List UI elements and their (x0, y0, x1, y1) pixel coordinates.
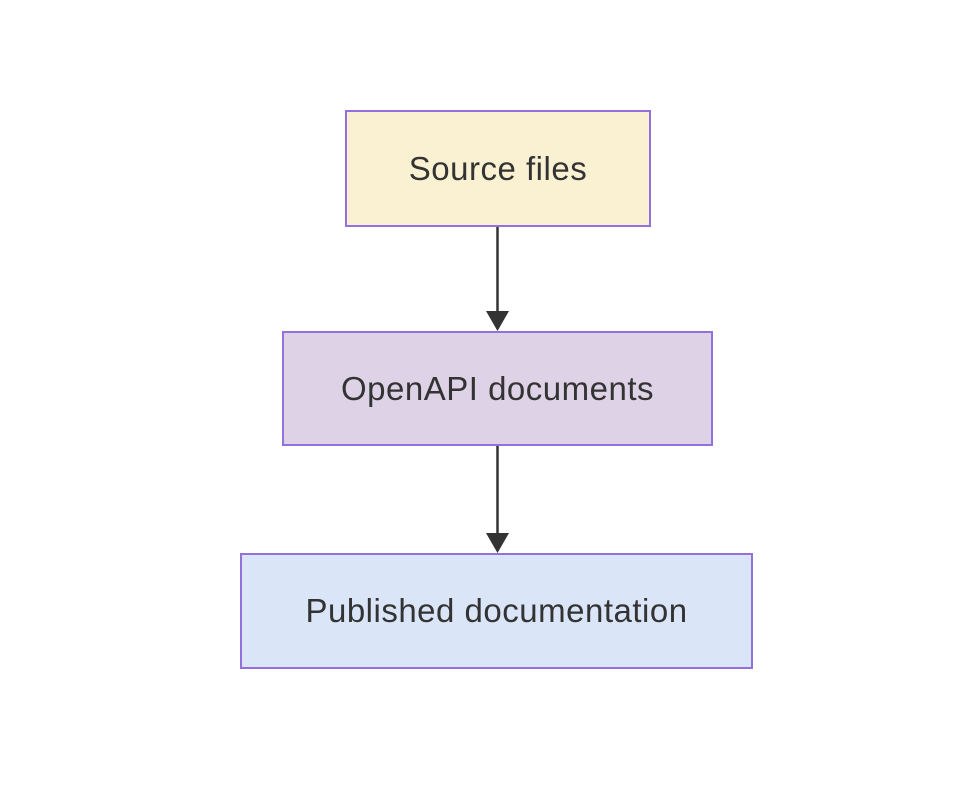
node-openapi-documents: OpenAPI documents (282, 331, 713, 446)
node-source-files-label: Source files (408, 149, 588, 187)
edge-openapi-to-published (486, 446, 509, 553)
node-published-documentation: Published documentation (240, 553, 753, 669)
arrowhead-icon (486, 311, 509, 331)
arrowhead-icon (486, 533, 509, 553)
edge-source-to-openapi (486, 227, 509, 331)
node-source-files: Source files (345, 110, 651, 227)
node-openapi-documents-label: OpenAPI documents (340, 369, 654, 407)
node-published-documentation-label: Published documentation (305, 592, 688, 629)
